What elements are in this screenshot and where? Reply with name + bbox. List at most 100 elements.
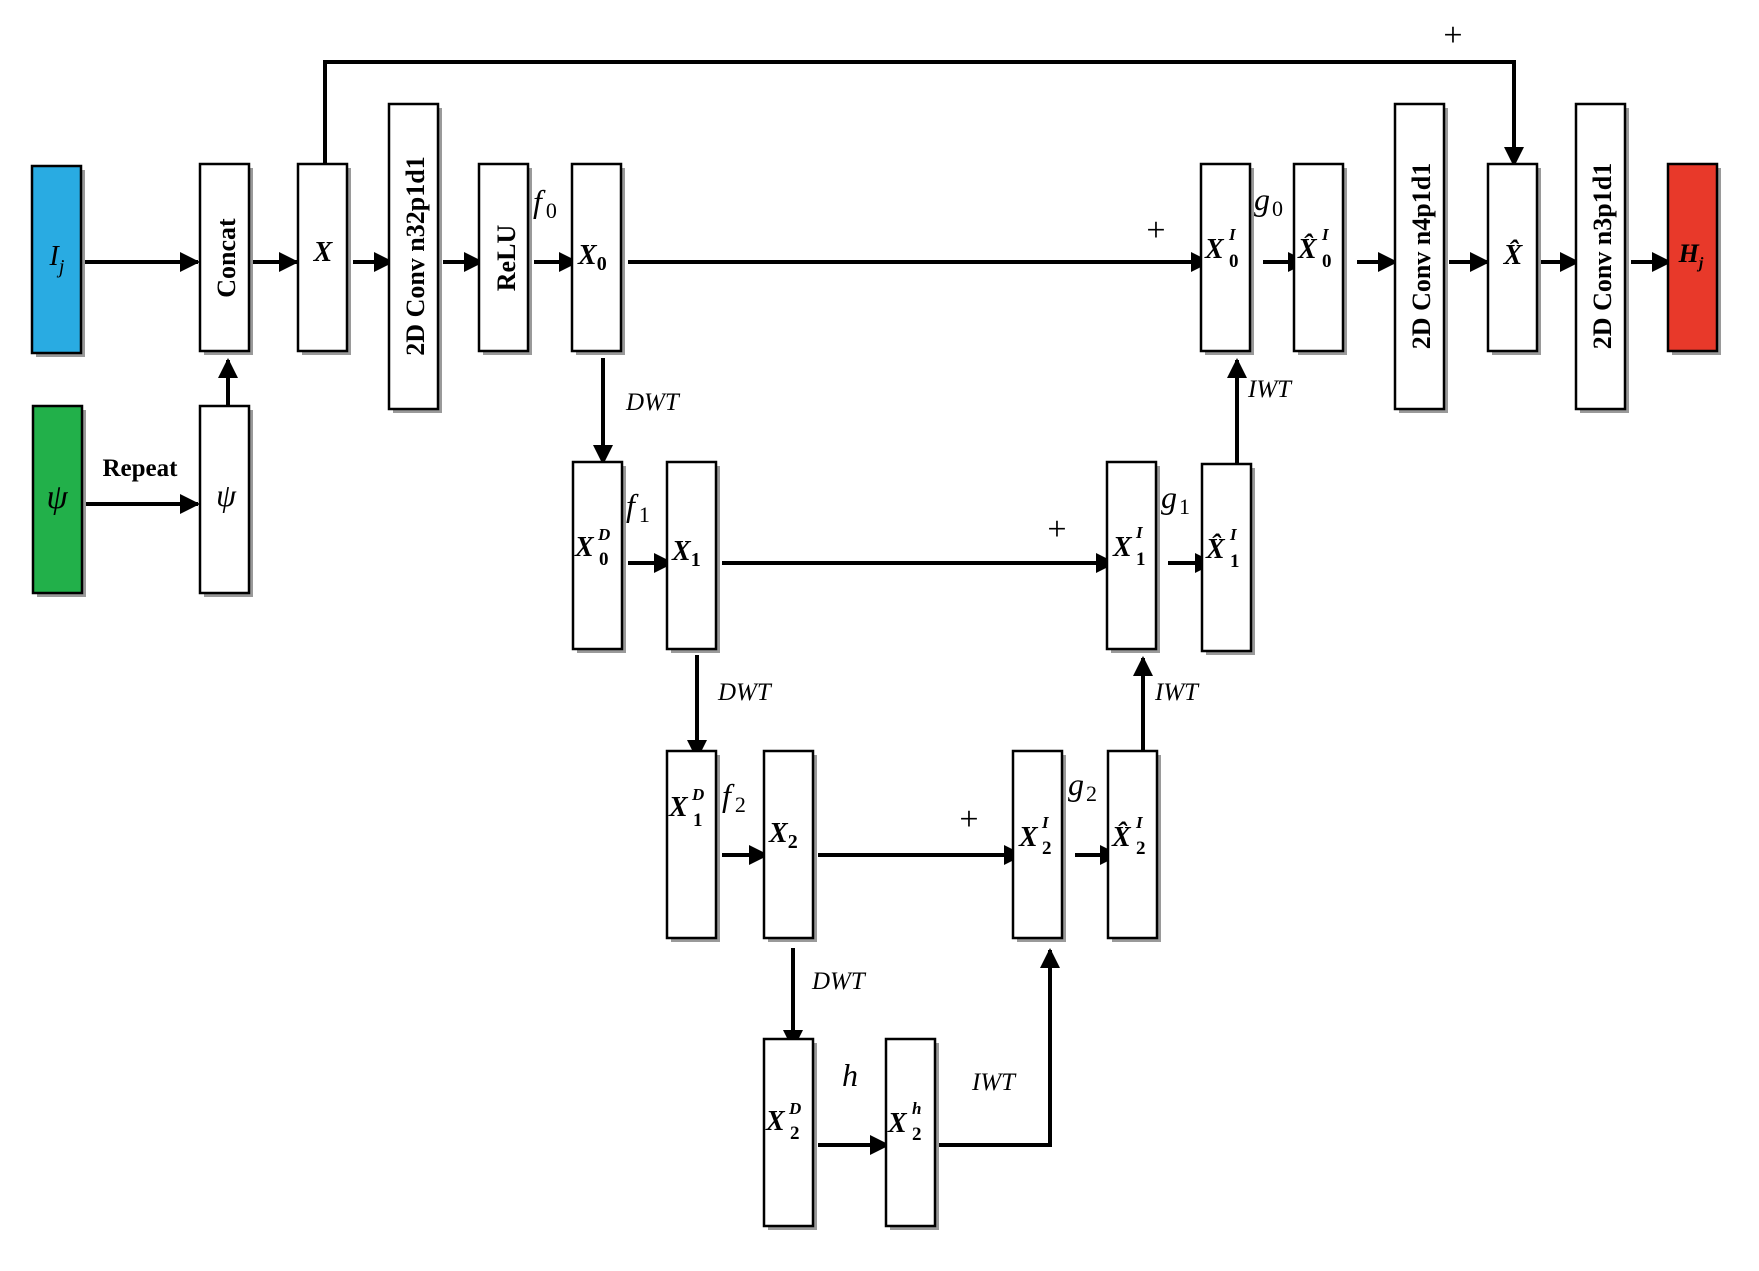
svg-text:X: X	[668, 792, 689, 823]
node-concat: Concat	[198, 162, 253, 355]
x0-sub: 0	[597, 253, 607, 275]
svg-text:X: X	[1204, 234, 1225, 265]
dwt-label-1: DWT	[717, 679, 773, 706]
iwt-label-2: IWT	[971, 1069, 1017, 1096]
h-label: h	[842, 1057, 858, 1093]
svg-text:X: X	[1112, 532, 1133, 563]
node-psi-input: ψ	[31, 404, 86, 597]
x1d-sup: D	[691, 785, 704, 804]
x2d-sup: D	[788, 1099, 801, 1118]
node-relu: ReLU	[477, 162, 532, 355]
node-xhat: X̂	[1486, 162, 1541, 355]
x1-sub: 1	[691, 549, 701, 571]
node-x0ihat: X̂ I 0	[1292, 162, 1347, 355]
node-x1i: X I 1	[1105, 460, 1160, 653]
plus-skip: +	[1443, 17, 1462, 54]
node-conv1: 2D Conv n32p1d1	[387, 102, 442, 413]
svg-text:X: X	[887, 1108, 908, 1139]
psi-repeated-label: ψ	[216, 477, 237, 513]
plus-level-2: +	[959, 801, 978, 838]
x0ihat-main: X̂	[1297, 233, 1318, 265]
ij-sub: j	[56, 256, 65, 278]
plus-level-0: +	[1146, 212, 1165, 249]
iwt-label-1: IWT	[1154, 679, 1200, 706]
hj-main: H	[1678, 239, 1700, 268]
f2-main: f	[722, 777, 735, 813]
conv2-label: 2D Conv n4p1d1	[1407, 163, 1436, 349]
f2-sub: 2	[735, 792, 746, 817]
svg-text:g2: g2	[1068, 766, 1097, 806]
svg-text:f0: f0	[533, 183, 557, 223]
g2-sub: 2	[1086, 781, 1097, 806]
x1-main: X	[671, 536, 692, 567]
x0d-sup: D	[597, 525, 610, 544]
f0-main: f	[533, 183, 546, 219]
relu-label: ReLU	[492, 225, 521, 292]
x2ihat-sub: 2	[1136, 838, 1146, 859]
node-x1d: X D 1	[665, 749, 720, 942]
g1-sub: 1	[1179, 494, 1190, 519]
x1d-main: X	[668, 792, 689, 823]
node-x0i: X I 0	[1199, 162, 1254, 355]
node-x2: X2	[762, 749, 817, 942]
f0-sub: 0	[546, 198, 557, 223]
x2-sub: 2	[788, 831, 798, 853]
node-x2ihat: X̂ I 2	[1106, 749, 1161, 942]
g0-main: g	[1254, 181, 1270, 217]
x1ihat-sup: I	[1229, 525, 1238, 544]
x2i-main: X	[1018, 822, 1039, 853]
x2i-sup: I	[1041, 813, 1050, 832]
x0ihat-sup: I	[1321, 225, 1330, 244]
svg-text:Ij: Ij	[49, 241, 65, 278]
conv1-label: 2D Conv n32p1d1	[401, 156, 430, 355]
svg-text:X1: X1	[671, 536, 701, 571]
x0d-sub: 0	[599, 549, 609, 570]
hj-sub: j	[1696, 255, 1704, 272]
node-x1: X1	[665, 460, 720, 653]
svg-text:X: X	[1018, 822, 1039, 853]
node-x1ihat: X̂ I 1	[1200, 462, 1255, 655]
x2h-sup: h	[912, 1099, 921, 1118]
x2ihat-main: X̂	[1111, 821, 1132, 853]
node-x0d: X D 0	[571, 460, 626, 653]
plus-level-1: +	[1047, 511, 1066, 548]
x2ihat-sup: I	[1135, 813, 1144, 832]
psi-input-label: ψ	[46, 479, 68, 516]
node-conv3: 2D Conv n3p1d1	[1574, 102, 1629, 413]
node-ij: Ij	[30, 164, 85, 357]
node-x2h: X h 2	[884, 1037, 939, 1230]
svg-text:X0: X0	[577, 240, 607, 275]
iwt-label-0: IWT	[1247, 376, 1293, 403]
svg-text:X̂: X̂	[1297, 233, 1318, 265]
x2-main: X	[768, 818, 789, 849]
node-x: X	[296, 162, 351, 355]
svg-text:X2: X2	[768, 818, 798, 853]
x0i-sub: 0	[1229, 251, 1239, 272]
svg-text:X: X	[765, 1106, 786, 1137]
node-psi-repeated: ψ	[198, 404, 253, 597]
repeat-label: Repeat	[103, 455, 179, 482]
edge-x2h-x2i	[938, 948, 1060, 1147]
x2d-sub: 2	[790, 1123, 800, 1144]
concat-label: Concat	[212, 218, 241, 298]
dwt-label-0: DWT	[625, 389, 681, 416]
node-x0: X0	[570, 162, 625, 355]
g2-main: g	[1068, 766, 1084, 802]
x2i-sub: 2	[1042, 838, 1052, 859]
ij-main: I	[49, 241, 61, 272]
svg-text:f2: f2	[722, 777, 746, 817]
node-x2i: X I 2	[1011, 749, 1066, 942]
dwt-label-2: DWT	[811, 968, 867, 995]
xhat-label: X̂	[1503, 239, 1524, 271]
x1i-sup: I	[1135, 523, 1144, 542]
f1-main: f	[626, 487, 639, 523]
x0i-sup: I	[1228, 225, 1237, 244]
node-hj: Hj	[1666, 162, 1721, 355]
svg-text:X̂: X̂	[1205, 533, 1226, 565]
x2d-main: X	[765, 1106, 786, 1137]
g0-sub: 0	[1272, 196, 1283, 221]
x1i-sub: 1	[1136, 549, 1146, 570]
x0i-main: X	[1204, 234, 1225, 265]
f1-sub: 1	[639, 502, 650, 527]
x2h-sub: 2	[912, 1124, 922, 1145]
